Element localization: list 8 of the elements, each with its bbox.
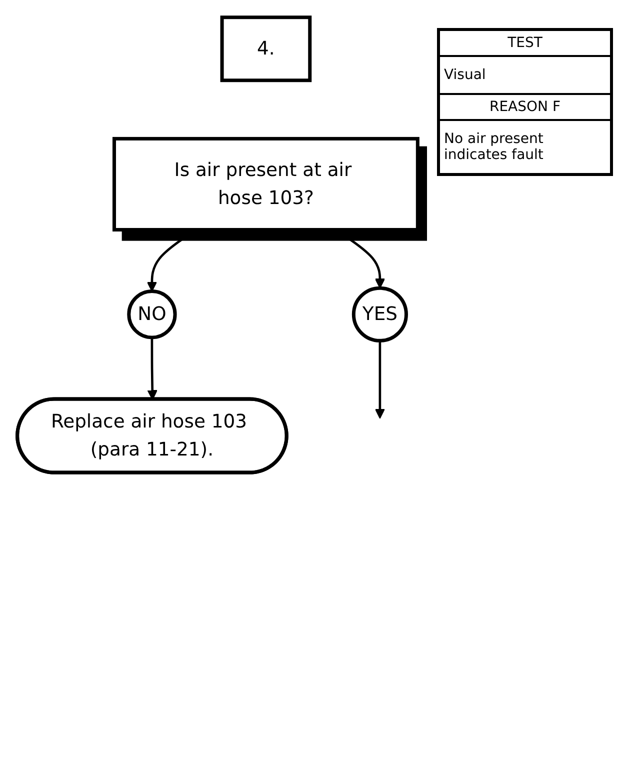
table-text: Visual [440,57,610,95]
arrow [374,340,386,419]
node-circle: YES [352,286,408,342]
table-heading: TEST [440,31,610,57]
table-text: No air present indicates fault [443,130,544,165]
node-box: 4. [220,16,312,82]
table-heading: REASON F [440,95,610,121]
node-circle: NO [127,290,177,340]
